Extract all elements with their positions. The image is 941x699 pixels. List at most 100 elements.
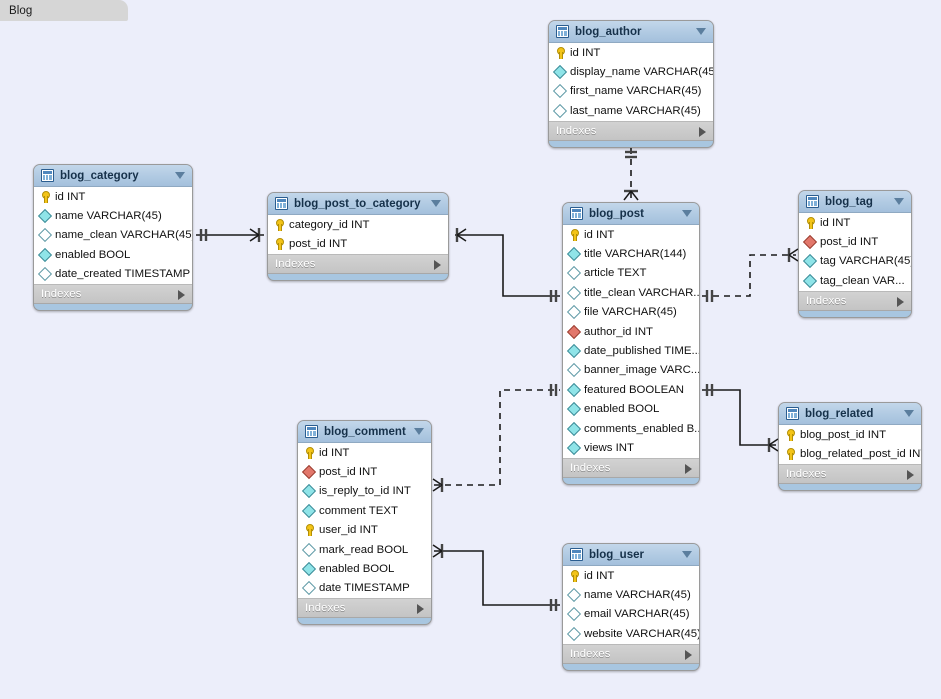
- column-row[interactable]: id INT: [563, 566, 699, 585]
- chevron-down-icon[interactable]: [414, 428, 424, 435]
- column-row[interactable]: title_clean VARCHAR...: [563, 283, 699, 302]
- column-row[interactable]: id INT: [563, 225, 699, 244]
- column-row[interactable]: date_created TIMESTAMP: [34, 265, 192, 284]
- table-header-blog_related[interactable]: blog_related: [779, 403, 921, 425]
- chevron-down-icon[interactable]: [682, 210, 692, 217]
- chevron-right-icon[interactable]: [685, 649, 692, 660]
- table-icon: [41, 169, 54, 182]
- chevron-down-icon[interactable]: [682, 551, 692, 558]
- column-row[interactable]: featured BOOLEAN: [563, 380, 699, 399]
- indexes-section-blog_post[interactable]: Indexes: [563, 458, 699, 478]
- column-row[interactable]: banner_image VARC...: [563, 361, 699, 380]
- column-row[interactable]: display_name VARCHAR(45): [549, 62, 713, 81]
- column-row[interactable]: email VARCHAR(45): [563, 605, 699, 624]
- chevron-right-icon[interactable]: [897, 296, 904, 307]
- column-row[interactable]: last_name VARCHAR(45): [549, 101, 713, 120]
- chevron-right-icon[interactable]: [685, 463, 692, 474]
- column-row[interactable]: is_reply_to_id INT: [298, 482, 431, 501]
- chevron-right-icon[interactable]: [434, 259, 441, 270]
- table-header-blog_comment[interactable]: blog_comment: [298, 421, 431, 443]
- column-row[interactable]: name VARCHAR(45): [34, 206, 192, 225]
- indexes-section-blog_tag[interactable]: Indexes: [799, 291, 911, 311]
- chevron-down-icon[interactable]: [904, 410, 914, 417]
- column-row[interactable]: title VARCHAR(144): [563, 244, 699, 263]
- not-null-column-icon: [568, 248, 580, 260]
- column-row[interactable]: id INT: [799, 213, 911, 232]
- column-row[interactable]: blog_related_post_id INT: [779, 444, 921, 463]
- nullable-column-icon: [568, 589, 580, 601]
- column-row[interactable]: author_id INT: [563, 322, 699, 341]
- column-row[interactable]: views INT: [563, 438, 699, 457]
- column-row[interactable]: category_id INT: [268, 215, 448, 234]
- relationship-post-to-related: [702, 384, 779, 452]
- column-row[interactable]: website VARCHAR(45): [563, 624, 699, 643]
- indexes-label: Indexes: [305, 602, 346, 615]
- chevron-down-icon[interactable]: [696, 28, 706, 35]
- table-header-blog_category[interactable]: blog_category: [34, 165, 192, 187]
- column-row[interactable]: tag_clean VAR...: [799, 271, 911, 290]
- column-label: title_clean VARCHAR...: [584, 286, 700, 299]
- column-row[interactable]: enabled BOOL: [563, 400, 699, 419]
- table-header-blog_post[interactable]: blog_post: [563, 203, 699, 225]
- column-label: comment TEXT: [319, 504, 398, 517]
- table-header-blog_post_to_category[interactable]: blog_post_to_category: [268, 193, 448, 215]
- chevron-right-icon[interactable]: [699, 126, 706, 137]
- chevron-down-icon[interactable]: [431, 200, 441, 207]
- indexes-section-blog_author[interactable]: Indexes: [549, 121, 713, 141]
- indexes-label: Indexes: [556, 124, 597, 137]
- column-row[interactable]: id INT: [549, 43, 713, 62]
- tab-blog[interactable]: Blog: [0, 0, 128, 21]
- column-row[interactable]: comments_enabled B...: [563, 419, 699, 438]
- foreign-key-icon: [804, 236, 816, 248]
- chevron-down-icon[interactable]: [175, 172, 185, 179]
- indexes-section-blog_related[interactable]: Indexes: [779, 464, 921, 484]
- column-row[interactable]: file VARCHAR(45): [563, 303, 699, 322]
- chevron-right-icon[interactable]: [907, 469, 914, 480]
- column-row[interactable]: enabled BOOL: [298, 559, 431, 578]
- not-null-column-icon: [568, 384, 580, 396]
- table-header-blog_author[interactable]: blog_author: [549, 21, 713, 43]
- column-row[interactable]: mark_read BOOL: [298, 540, 431, 559]
- column-row[interactable]: id INT: [34, 187, 192, 206]
- indexes-section-blog_comment[interactable]: Indexes: [298, 599, 431, 619]
- column-row[interactable]: comment TEXT: [298, 501, 431, 520]
- column-row[interactable]: first_name VARCHAR(45): [549, 82, 713, 101]
- nullable-column-icon: [568, 287, 580, 299]
- column-label: enabled BOOL: [584, 403, 660, 416]
- column-row[interactable]: id INT: [298, 443, 431, 462]
- indexes-section-blog_user[interactable]: Indexes: [563, 644, 699, 664]
- indexes-section-blog_category[interactable]: Indexes: [34, 284, 192, 304]
- table-icon: [275, 197, 288, 210]
- column-row[interactable]: article TEXT: [563, 264, 699, 283]
- column-row[interactable]: enabled BOOL: [34, 245, 192, 264]
- nullable-column-icon: [554, 85, 566, 97]
- column-row[interactable]: date_published TIME...: [563, 341, 699, 360]
- column-row[interactable]: user_id INT: [298, 521, 431, 540]
- column-row[interactable]: name_clean VARCHAR(45): [34, 226, 192, 245]
- column-row[interactable]: post_id INT: [799, 232, 911, 251]
- table-header-blog_user[interactable]: blog_user: [563, 544, 699, 566]
- column-row[interactable]: date TIMESTAMP: [298, 579, 431, 598]
- table-header-blog_tag[interactable]: blog_tag: [799, 191, 911, 213]
- column-row[interactable]: post_id INT: [268, 234, 448, 253]
- primary-key-icon: [273, 218, 285, 231]
- not-null-column-icon: [303, 563, 315, 575]
- primary-key-icon: [273, 238, 285, 251]
- chevron-right-icon[interactable]: [178, 289, 185, 300]
- indexes-section-blog_post_to_category[interactable]: Indexes: [268, 254, 448, 274]
- chevron-right-icon[interactable]: [417, 604, 424, 615]
- column-label: date_published TIME...: [584, 345, 700, 358]
- chevron-down-icon[interactable]: [894, 198, 904, 205]
- column-row[interactable]: post_id INT: [298, 462, 431, 481]
- column-row[interactable]: blog_post_id INT: [779, 425, 921, 444]
- column-row[interactable]: name VARCHAR(45): [563, 585, 699, 604]
- column-row[interactable]: tag VARCHAR(45): [799, 252, 911, 271]
